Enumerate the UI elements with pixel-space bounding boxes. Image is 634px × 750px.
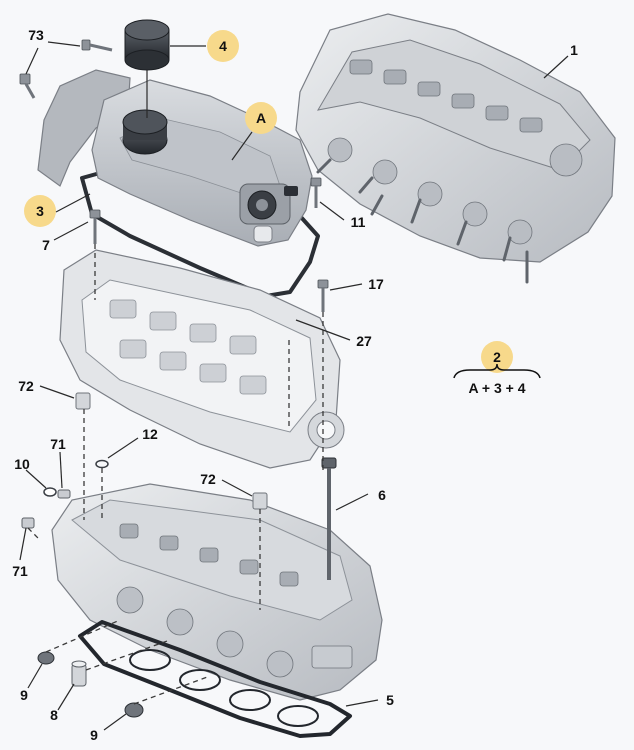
callout-2-highlight bbox=[481, 341, 513, 373]
callout-72-lower: 72 bbox=[200, 471, 216, 487]
plug-part-9-upper bbox=[37, 651, 55, 665]
callout-6: 6 bbox=[378, 487, 386, 503]
callout-7: 7 bbox=[42, 237, 50, 253]
cylinder-head bbox=[51, 483, 383, 701]
callout-71-upper: 71 bbox=[50, 436, 66, 452]
bolt-part-17 bbox=[317, 279, 329, 312]
cover-cap-on-assembly bbox=[122, 109, 168, 155]
dowel-part-72-upper bbox=[75, 392, 91, 410]
o-ring-part-12 bbox=[95, 459, 109, 469]
assembly-formula: A + 3 + 4 bbox=[468, 380, 525, 396]
plug-part-71-upper bbox=[57, 489, 71, 499]
valve-cover-assembly-part-A bbox=[37, 69, 320, 298]
callout-12: 12 bbox=[142, 426, 158, 442]
callout-10: 10 bbox=[14, 456, 30, 472]
callout-71-lower: 71 bbox=[12, 563, 28, 579]
bolt-part-73-upper bbox=[81, 39, 113, 52]
callout-A: A bbox=[256, 110, 266, 126]
oil-filler-cap-part-4 bbox=[124, 19, 170, 118]
bolt-part-73-lower bbox=[19, 73, 36, 99]
callout-9-upper: 9 bbox=[20, 687, 28, 703]
callout-73-upper: 73 bbox=[28, 27, 44, 43]
camshaft-housing-part-1 bbox=[295, 13, 616, 284]
leader-lines bbox=[19, 41, 569, 731]
plug-part-9-lower bbox=[124, 702, 144, 718]
callout-4: 4 bbox=[219, 38, 227, 54]
alignment-lines bbox=[27, 244, 324, 705]
callout-3-highlight bbox=[24, 195, 56, 227]
sleeve-part-8 bbox=[71, 660, 87, 687]
dowel-part-72-lower bbox=[252, 492, 268, 510]
callout-72-upper: 72 bbox=[18, 378, 34, 394]
head-gasket-part-5 bbox=[78, 620, 352, 738]
callout-17: 17 bbox=[368, 276, 384, 292]
callout-5: 5 bbox=[386, 692, 394, 708]
callout-4-highlight bbox=[207, 30, 239, 62]
cover-actuator bbox=[239, 183, 298, 243]
seal-part-10 bbox=[43, 487, 57, 497]
bolt-part-11 bbox=[310, 177, 322, 208]
callout-8: 8 bbox=[50, 707, 58, 723]
callout-27: 27 bbox=[356, 333, 372, 349]
callout-1: 1 bbox=[570, 42, 578, 58]
callout-3: 3 bbox=[36, 203, 44, 219]
plug-part-71-lower bbox=[21, 517, 35, 529]
bolt-part-7 bbox=[89, 209, 101, 244]
callout-2: 2 bbox=[493, 349, 501, 365]
callout-11: 11 bbox=[351, 214, 366, 230]
formula-brace bbox=[453, 363, 541, 379]
head-bolt-part-6 bbox=[321, 457, 337, 580]
callout-9-lower: 9 bbox=[90, 727, 98, 743]
bearing-carrier-frame bbox=[59, 249, 345, 469]
callout-A-highlight bbox=[245, 102, 277, 134]
